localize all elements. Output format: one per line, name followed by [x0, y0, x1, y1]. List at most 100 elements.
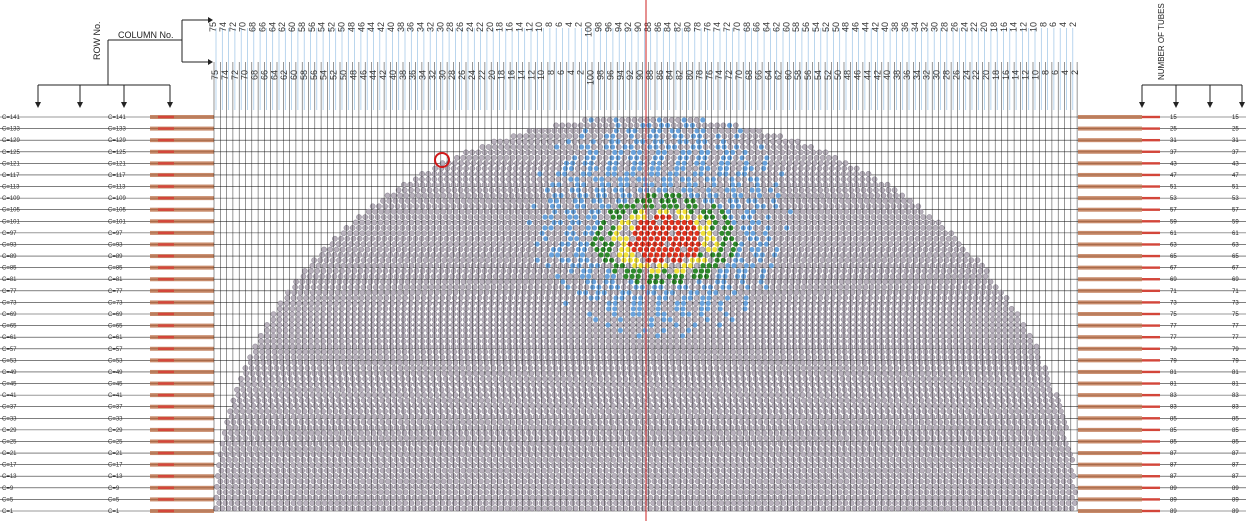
row-mark — [1142, 393, 1160, 397]
tube — [902, 316, 909, 323]
tube — [329, 257, 336, 264]
tube — [899, 192, 905, 199]
tube — [751, 257, 758, 264]
tube — [847, 316, 853, 323]
tube — [556, 305, 562, 312]
tube — [836, 295, 842, 301]
tube — [458, 208, 465, 215]
tube — [568, 316, 574, 323]
tube — [754, 268, 761, 274]
tube — [993, 370, 1000, 377]
tube — [603, 370, 609, 377]
tube — [379, 284, 385, 291]
indicated-tube — [717, 165, 723, 172]
tube — [854, 295, 861, 301]
indicated-tube — [620, 192, 626, 199]
indicated-tube — [687, 295, 693, 301]
tube — [639, 257, 646, 264]
tube — [276, 311, 283, 318]
tube — [487, 268, 494, 274]
tube — [736, 149, 742, 156]
tube — [887, 257, 894, 264]
tube — [766, 327, 773, 334]
tube — [395, 343, 401, 350]
tube — [802, 214, 809, 220]
indicated-tube — [725, 209, 732, 215]
tube — [446, 208, 453, 215]
tube — [509, 138, 516, 145]
tube — [886, 359, 893, 366]
tube — [506, 343, 513, 350]
tube — [536, 214, 542, 220]
indicated-tube — [661, 149, 668, 155]
tube — [314, 305, 321, 312]
tube — [318, 376, 325, 382]
tube — [767, 149, 773, 156]
tube — [301, 311, 308, 318]
tube — [807, 154, 814, 161]
indicated-tube — [647, 198, 653, 204]
tube — [726, 138, 733, 145]
tube — [875, 241, 881, 247]
tube — [401, 187, 408, 193]
tube — [474, 252, 480, 258]
tube — [438, 300, 445, 307]
tube — [699, 349, 706, 355]
tube — [481, 322, 487, 328]
tube — [763, 257, 770, 264]
tube — [1015, 343, 1021, 350]
tube — [520, 230, 527, 237]
indicated-tube — [657, 128, 663, 134]
tube — [865, 332, 872, 339]
tube — [714, 370, 721, 377]
row-band-left — [150, 404, 214, 409]
tube — [669, 160, 675, 166]
indicated-tube — [725, 160, 731, 166]
tube — [466, 278, 473, 285]
tube — [383, 300, 389, 307]
tube — [408, 187, 414, 193]
tube — [504, 278, 510, 285]
tube — [370, 349, 377, 355]
tube — [684, 144, 690, 150]
row-mark — [1142, 347, 1160, 350]
indicated-tube — [672, 133, 678, 139]
tube — [628, 198, 634, 204]
tube — [552, 365, 559, 371]
row-mark — [158, 359, 174, 362]
tube — [791, 171, 797, 177]
tube — [921, 311, 928, 318]
tube — [454, 154, 460, 161]
tube — [596, 138, 603, 145]
tube — [754, 327, 760, 334]
tube — [852, 235, 859, 242]
tube — [369, 322, 376, 328]
tube — [870, 225, 877, 231]
tube — [955, 284, 962, 291]
tube — [582, 117, 588, 123]
tube — [964, 316, 971, 323]
tube — [407, 181, 413, 188]
tube — [339, 268, 345, 274]
tube — [295, 332, 301, 339]
tube — [910, 354, 917, 361]
indicated-tube — [723, 165, 730, 172]
indicated-tube — [636, 236, 642, 242]
tube — [550, 187, 557, 193]
indicated-tube — [568, 176, 574, 182]
tube — [482, 295, 489, 301]
row-band-left — [150, 323, 214, 328]
tube — [568, 203, 574, 210]
tube — [605, 327, 611, 334]
tube — [428, 241, 435, 247]
tube — [580, 311, 587, 318]
tube — [770, 278, 777, 285]
tube — [808, 225, 815, 231]
tube — [363, 268, 370, 274]
tube — [551, 230, 558, 237]
tube — [437, 252, 443, 258]
tube — [761, 187, 768, 193]
tube — [884, 316, 890, 323]
tube — [425, 235, 431, 242]
indicated-tube — [699, 306, 705, 312]
